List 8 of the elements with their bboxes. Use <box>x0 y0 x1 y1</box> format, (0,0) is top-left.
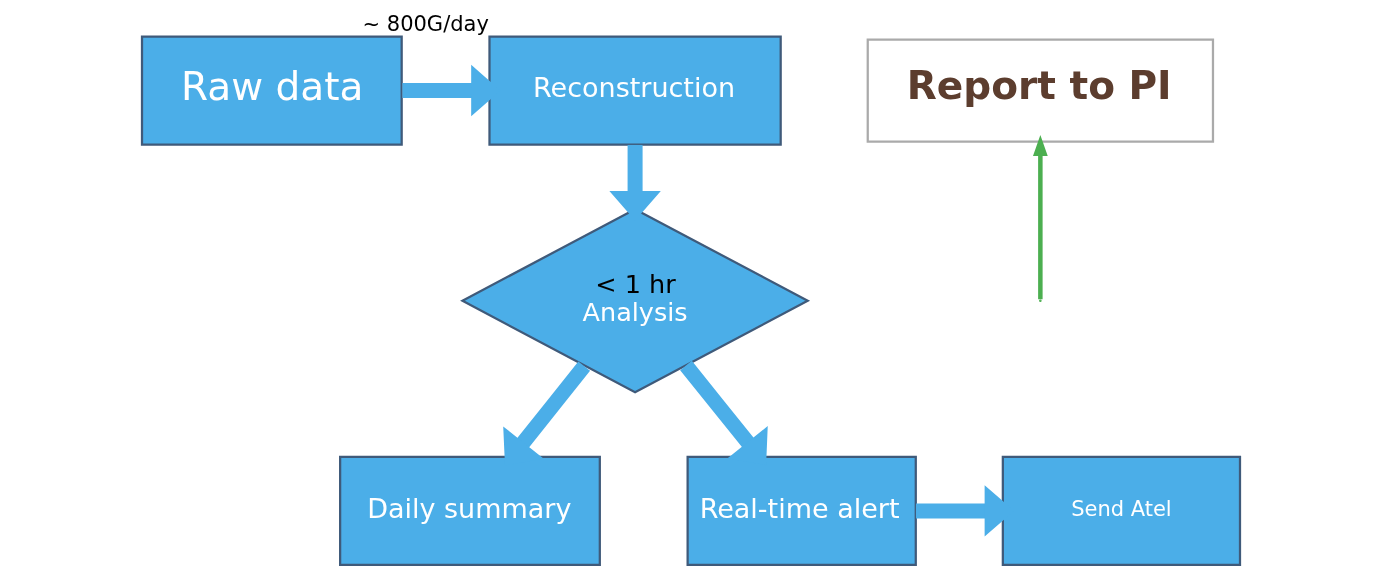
node-box: Reconstruction <box>487 35 782 146</box>
node-label: ~ 800G/day <box>362 10 489 36</box>
node-box: Report to PI <box>866 38 1214 143</box>
node-box: Send Atel <box>1001 455 1241 567</box>
node-box: Raw data <box>140 35 403 146</box>
arrow <box>1032 134 1048 300</box>
node-box: Real-time alert <box>686 455 917 567</box>
node-box: Daily summary <box>338 455 601 567</box>
